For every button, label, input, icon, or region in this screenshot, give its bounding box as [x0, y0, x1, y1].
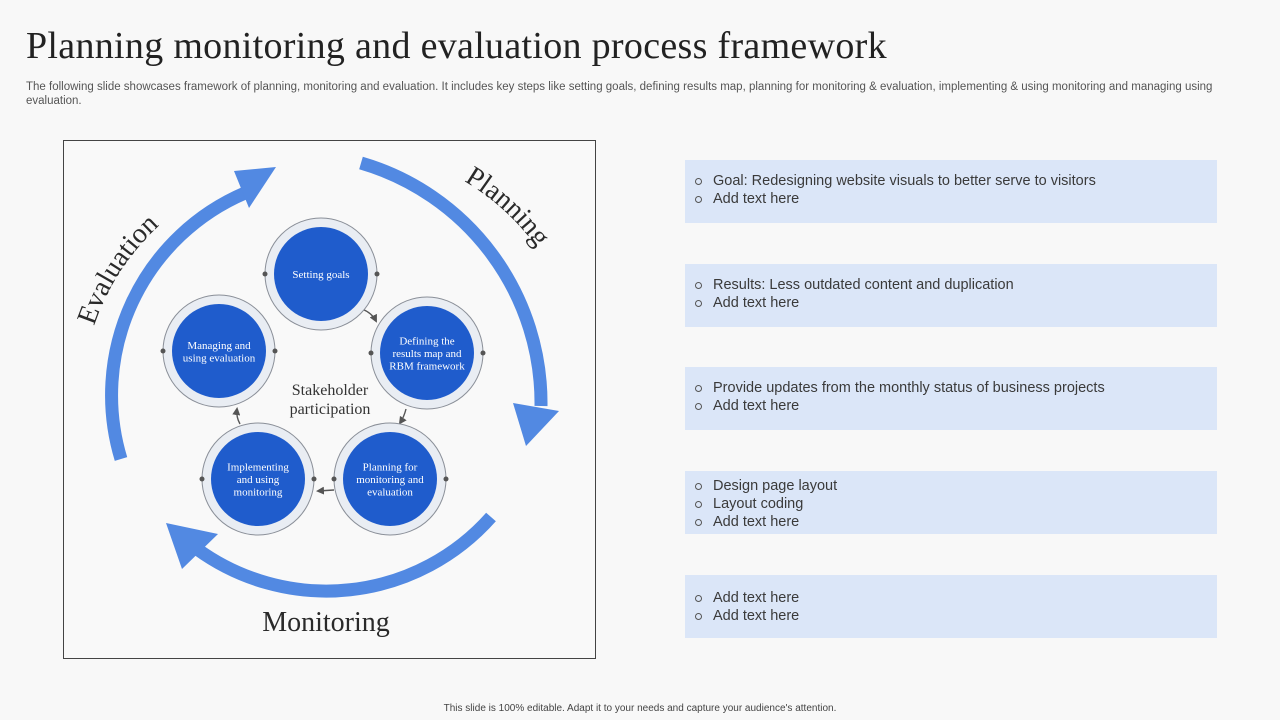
- bullet-item: Provide updates from the monthly status …: [695, 379, 1217, 397]
- bullet-item: Add text here: [695, 294, 1217, 312]
- info-box-extra: Add text here Add text here: [685, 575, 1217, 638]
- bullet-item: Goal: Redesigning website visuals to bet…: [695, 172, 1217, 190]
- node-connector-dot-left: [262, 271, 268, 277]
- info-box-results: Results: Less outdated content and dupli…: [685, 264, 1217, 327]
- footer-note: This slide is 100% editable. Adapt it to…: [443, 703, 837, 714]
- bullet-circle-icon: [695, 500, 702, 508]
- evaluation-arrow-shaft: [105, 187, 248, 461]
- connector-defining-to-planning: [398, 408, 407, 425]
- node-connector-dot-left: [331, 476, 337, 482]
- planning-arrow-shaft: [359, 156, 548, 407]
- bullet-circle-icon: [695, 594, 702, 602]
- bullet-item: Add text here: [695, 190, 1217, 208]
- node-core: [172, 304, 266, 398]
- bullet-text: Goal: Redesigning website visuals to bet…: [713, 173, 1096, 189]
- node-core: [343, 432, 437, 526]
- process-diagram: Evaluation Planning Monitoring Setting g…: [63, 140, 596, 659]
- cycle-diagram-svg: Evaluation Planning Monitoring Setting g…: [71, 156, 559, 638]
- bullet-circle-icon: [695, 281, 702, 289]
- bullet-item: Add text here: [695, 513, 1217, 531]
- bullet-item: Add text here: [695, 589, 1217, 607]
- node-connector-dot-right: [443, 476, 449, 482]
- bullet-circle-icon: [695, 195, 702, 203]
- center-label-line-2: participation: [290, 401, 371, 418]
- node-connector-dot-right: [272, 348, 278, 354]
- bullet-text: Results: Less outdated content and dupli…: [713, 277, 1014, 293]
- node-label: Implementing: [227, 462, 289, 474]
- node-label: RBM framework: [389, 361, 465, 373]
- planning-arrow-head: [513, 403, 559, 446]
- evaluation-arrow-head: [234, 167, 276, 208]
- bullet-text: Add text here: [713, 398, 800, 414]
- info-box-updates: Provide updates from the monthly status …: [685, 367, 1217, 430]
- bullet-item: Add text here: [695, 607, 1217, 625]
- bullet-text: Layout coding: [713, 496, 804, 512]
- node-connector-dot-right: [480, 350, 486, 356]
- connector-implementing-to-managing: [232, 407, 241, 425]
- connector-goals-to-defining: [361, 308, 377, 323]
- node-label: using evaluation: [183, 352, 256, 364]
- node-core: [380, 306, 474, 400]
- bullet-circle-icon: [695, 402, 702, 410]
- node-core: [211, 432, 305, 526]
- node-core: [274, 227, 368, 321]
- node-label: and using: [237, 474, 280, 486]
- bullet-item: Design page layout: [695, 477, 1217, 495]
- node-label: evaluation: [367, 487, 413, 499]
- node-connector-dot-left: [160, 348, 166, 354]
- monitoring-label: Monitoring: [262, 607, 390, 638]
- node-label: Managing and: [187, 340, 251, 352]
- monitoring-arrow-head: [166, 523, 218, 569]
- bullet-circle-icon: [695, 177, 702, 185]
- node-setting-goals: Setting goals: [262, 217, 380, 331]
- info-box-goal: Goal: Redesigning website visuals to bet…: [685, 160, 1217, 223]
- monitoring-arrow-shaft: [193, 512, 496, 598]
- node-connector-dot-right: [374, 271, 380, 277]
- connector-planning-to-implementing: [316, 486, 335, 495]
- bullet-circle-icon: [695, 299, 702, 307]
- bullet-text: Add text here: [713, 590, 800, 606]
- bullet-text: Design page layout: [713, 478, 838, 494]
- bullet-circle-icon: [695, 384, 702, 392]
- bullet-text: Add text here: [713, 608, 800, 624]
- node-connector-dot-right: [311, 476, 317, 482]
- bullet-text: Add text here: [713, 191, 800, 207]
- monitoring-arrow: [166, 512, 496, 598]
- node-label: Planning for: [363, 462, 418, 474]
- node-label: monitoring: [234, 487, 283, 499]
- bullet-circle-icon: [695, 612, 702, 620]
- node-connector-dot-left: [199, 476, 205, 482]
- page-title: Planning monitoring and evaluation proce…: [26, 25, 887, 67]
- bullet-item: Results: Less outdated content and dupli…: [695, 276, 1217, 294]
- bullet-text: Add text here: [713, 295, 800, 311]
- info-box-design: Design page layout Layout coding Add tex…: [685, 471, 1217, 534]
- node-label: Setting goals: [292, 269, 349, 281]
- page-subtitle: The following slide showcases framework …: [26, 81, 1213, 107]
- bullet-text: Provide updates from the monthly status …: [713, 380, 1105, 396]
- node-label: results map and: [392, 348, 462, 360]
- bullet-text: Add text here: [713, 514, 800, 530]
- node-connector-dot-left: [368, 350, 374, 356]
- bullet-item: Layout coding: [695, 495, 1217, 513]
- center-label-line-1: Stakeholder: [292, 382, 369, 399]
- node-label: monitoring and: [356, 474, 424, 486]
- node-label: Defining the: [399, 336, 454, 348]
- bullet-circle-icon: [695, 518, 702, 526]
- bullet-circle-icon: [695, 482, 702, 490]
- planning-arrow: [359, 156, 559, 446]
- bullet-item: Add text here: [695, 397, 1217, 415]
- evaluation-arrow: [105, 167, 276, 461]
